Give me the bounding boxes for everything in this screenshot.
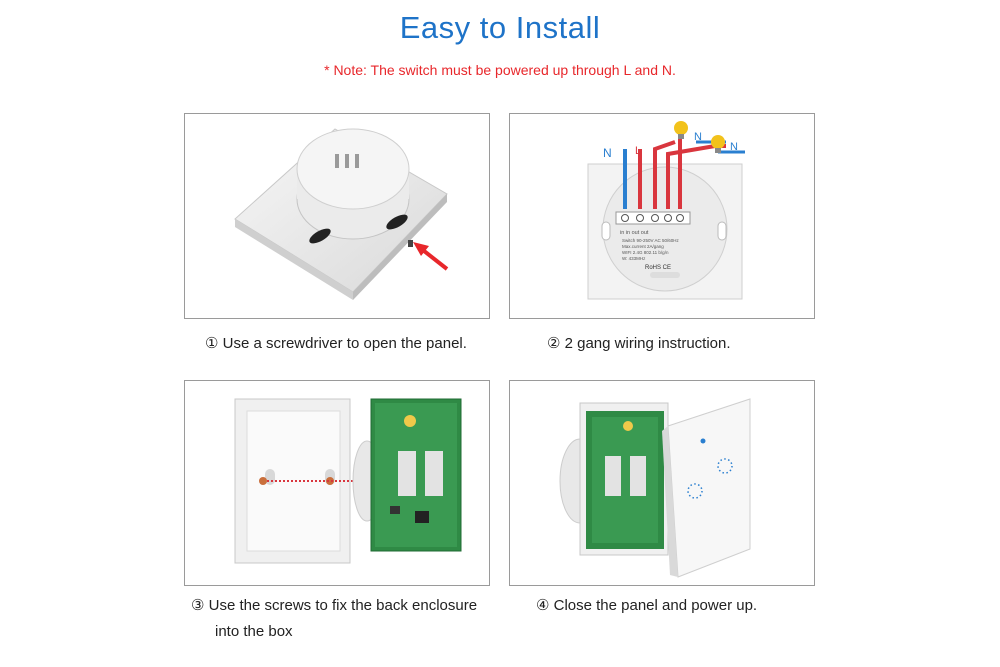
spec-line-1: Switch 90-250V AC 50/60Hz [622,238,680,243]
neutral-label-top: N [694,131,702,143]
step-3-caption-line-1: ③ Use the screws to fix the back enclosu… [191,597,478,614]
step-1-image [184,113,490,319]
spec-line-2: Max.current 2A/gang [622,244,664,249]
step-3-caption-line-2: into the box [215,623,293,640]
step-3-image [184,380,490,586]
page-title: Easy to Install [399,10,601,45]
step-1-caption: ① Use a screwdriver to open the panel. [205,335,467,352]
installation-note: * Note: The switch must be powered up th… [324,62,676,78]
terminal-labels: in in out out [620,230,649,236]
step-2-image: in in out out Switch 90-250V AC 50/60Hz … [509,113,815,319]
step-4-image [509,380,815,586]
step-4-caption: ④ Close the panel and power up. [536,597,758,614]
step-2-caption: ② 2 gang wiring instruction. [547,335,731,352]
spec-line-3: WIFI 2.4G 802.11 b/g/n [622,250,669,255]
live-label: L [635,145,641,157]
cert-marks: RoHS CE [645,265,671,271]
neutral-label-left: N [603,146,612,160]
neutral-label-right: N [730,141,738,153]
bulb-icon [711,135,725,149]
bulb-icon [674,121,688,135]
spec-line-4: W: 433MHz [622,256,646,261]
